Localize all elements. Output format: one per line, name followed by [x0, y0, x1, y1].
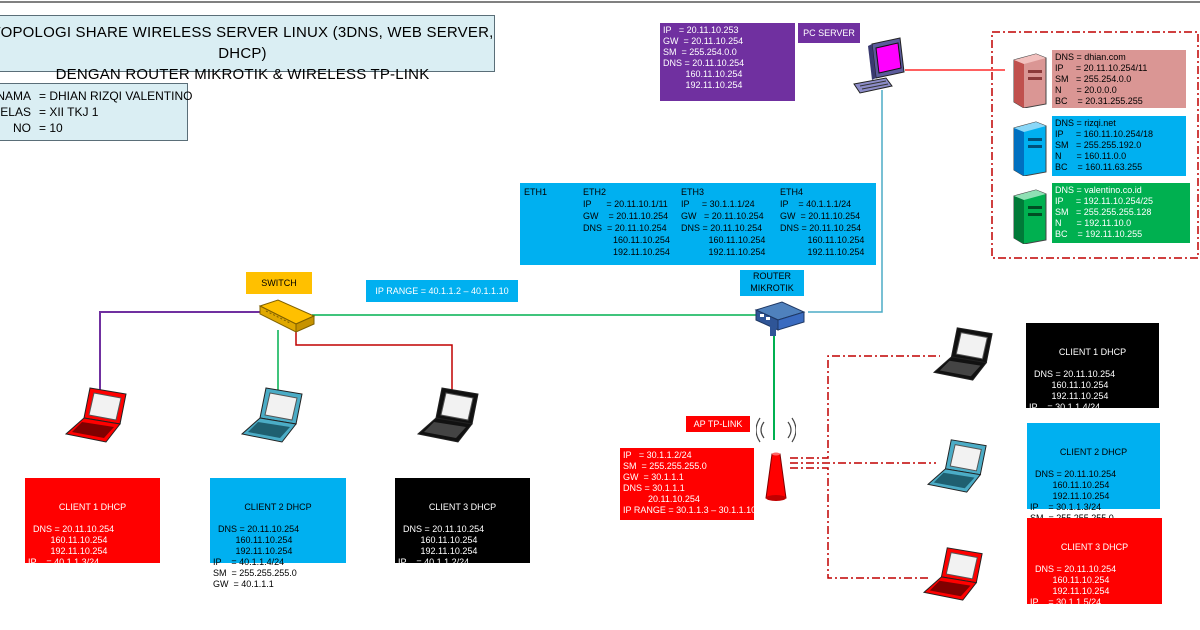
eth1-name: ETH1	[524, 187, 548, 197]
wired-client-2-info: CLIENT 2 DHCP DNS = 20.11.10.254 160.11.…	[210, 478, 346, 589]
laptop-icon	[920, 542, 990, 609]
wire-switch-to-client1	[99, 311, 262, 392]
eth3-name: ETH3	[681, 187, 705, 197]
client-details: DNS = 20.11.10.254 160.11.10.254 192.11.…	[213, 524, 300, 589]
laptop-icon	[414, 382, 486, 451]
wireless-client-1-info: CLIENT 1 DHCP DNS = 20.11.10.254 160.11.…	[1026, 323, 1159, 434]
wire-switch-to-client3	[295, 330, 453, 392]
client-header: CLIENT 1 DHCP	[58, 502, 127, 512]
server-tower-icon	[1010, 118, 1050, 181]
wireless-link-client1	[790, 355, 940, 459]
router-eth-info: ETH1 ETH2 IP = 20.11.10.1/11 GW = 20.11.…	[520, 183, 876, 265]
identity-key: NAMA	[0, 89, 31, 103]
identity-value: = XII TKJ 1	[39, 105, 99, 119]
access-point-icon	[755, 414, 797, 509]
identity-row-class: KELAS = XII TKJ 1	[0, 104, 187, 120]
laptop-icon	[930, 322, 1000, 389]
dns-server-dhian-info: DNS = dhian.com IP = 20.11.10.254/11 SM …	[1052, 50, 1186, 108]
router-label: ROUTER MIKROTIK	[740, 270, 804, 296]
identity-row-number: NO = 10	[0, 120, 187, 136]
pc-server-label: PC SERVER	[798, 23, 860, 43]
identity-value: = 10	[39, 121, 63, 135]
server-tower-icon	[1010, 186, 1050, 249]
dns-server-group-frame	[991, 31, 1199, 259]
client-details: DNS = 20.11.10.254 160.11.10.254 192.11.…	[1030, 564, 1117, 629]
ap-label: AP TP-LINK	[686, 416, 750, 432]
laptop-icon	[238, 382, 310, 451]
router-icon	[752, 298, 808, 343]
eth2-name: ETH2	[583, 187, 607, 197]
ap-info: IP = 30.1.1.2/24 SM = 255.255.255.0 GW =…	[620, 448, 756, 520]
diagram-title: TOPOLOGI SHARE WIRELESS SERVER LINUX (3D…	[0, 15, 495, 83]
client-header: CLIENT 1 DHCP	[1058, 347, 1127, 357]
wired-client-3-info: CLIENT 3 DHCP DNS = 20.11.10.254 160.11.…	[395, 478, 530, 589]
eth4-info: IP = 40.1.1.1/24 GW = 20.11.10.254 DNS =…	[780, 199, 865, 257]
student-identity-box: NAMA = DHIAN RIZQI VALENTINO KELAS = XII…	[0, 83, 192, 141]
server-tower-icon	[1010, 50, 1050, 113]
wireless-link-client3	[790, 467, 930, 579]
pc-server-info: IP = 20.11.10.253 GW = 20.11.10.254 SM =…	[660, 23, 795, 101]
dns-server-rizqi-info: DNS = rizqi.net IP = 160.11.10.254/18 SM…	[1052, 116, 1186, 176]
wire-pc-to-router	[808, 90, 883, 313]
switch-label: SWITCH	[246, 272, 312, 294]
identity-row-name: NAMA = DHIAN RIZQI VALENTINO	[0, 88, 192, 104]
eth2-info: IP = 20.11.10.1/11 GW = 20.11.10.254 DNS…	[583, 199, 670, 257]
client-details: DNS = 20.11.10.254 160.11.10.254 192.11.…	[398, 524, 485, 589]
identity-value: = DHIAN RIZQI VALENTINO	[39, 89, 193, 103]
wired-ip-range: IP RANGE = 40.1.1.2 – 40.1.1.10	[366, 280, 518, 302]
title-line-1: TOPOLOGI SHARE WIRELESS SERVER LINUX (3D…	[0, 24, 494, 62]
wireless-client-2-info: CLIENT 2 DHCP DNS = 20.11.10.254 160.11.…	[1027, 423, 1160, 534]
wired-client-1-info: CLIENT 1 DHCP DNS = 20.11.10.254 160.11.…	[25, 478, 160, 589]
client-header: CLIENT 2 DHCP	[244, 502, 312, 512]
eth4-name: ETH4	[780, 187, 804, 197]
client-header: CLIENT 3 DHCP	[428, 502, 497, 512]
client-header: CLIENT 2 DHCP	[1059, 447, 1128, 457]
laptop-icon	[62, 382, 134, 451]
title-line-2: DENGAN ROUTER MIKROTIK & WIRELESS TP-LIN…	[55, 66, 430, 83]
client-header: CLIENT 3 DHCP	[1060, 542, 1129, 552]
wireless-client-3-info: CLIENT 3 DHCP DNS = 20.11.10.254 160.11.…	[1027, 518, 1162, 629]
client-details: DNS = 20.11.10.254 160.11.10.254 192.11.…	[28, 524, 115, 589]
identity-key: NO	[13, 121, 31, 135]
dns-server-valentino-info: DNS = valentino.co.id IP = 192.11.10.254…	[1052, 183, 1190, 243]
identity-key: KELAS	[0, 105, 31, 119]
laptop-icon	[924, 434, 994, 501]
network-switch-icon	[256, 298, 316, 339]
eth3-info: IP = 30.1.1.1/24 GW = 20.11.10.254 DNS =…	[681, 199, 766, 257]
desktop-pc-icon	[850, 36, 910, 103]
